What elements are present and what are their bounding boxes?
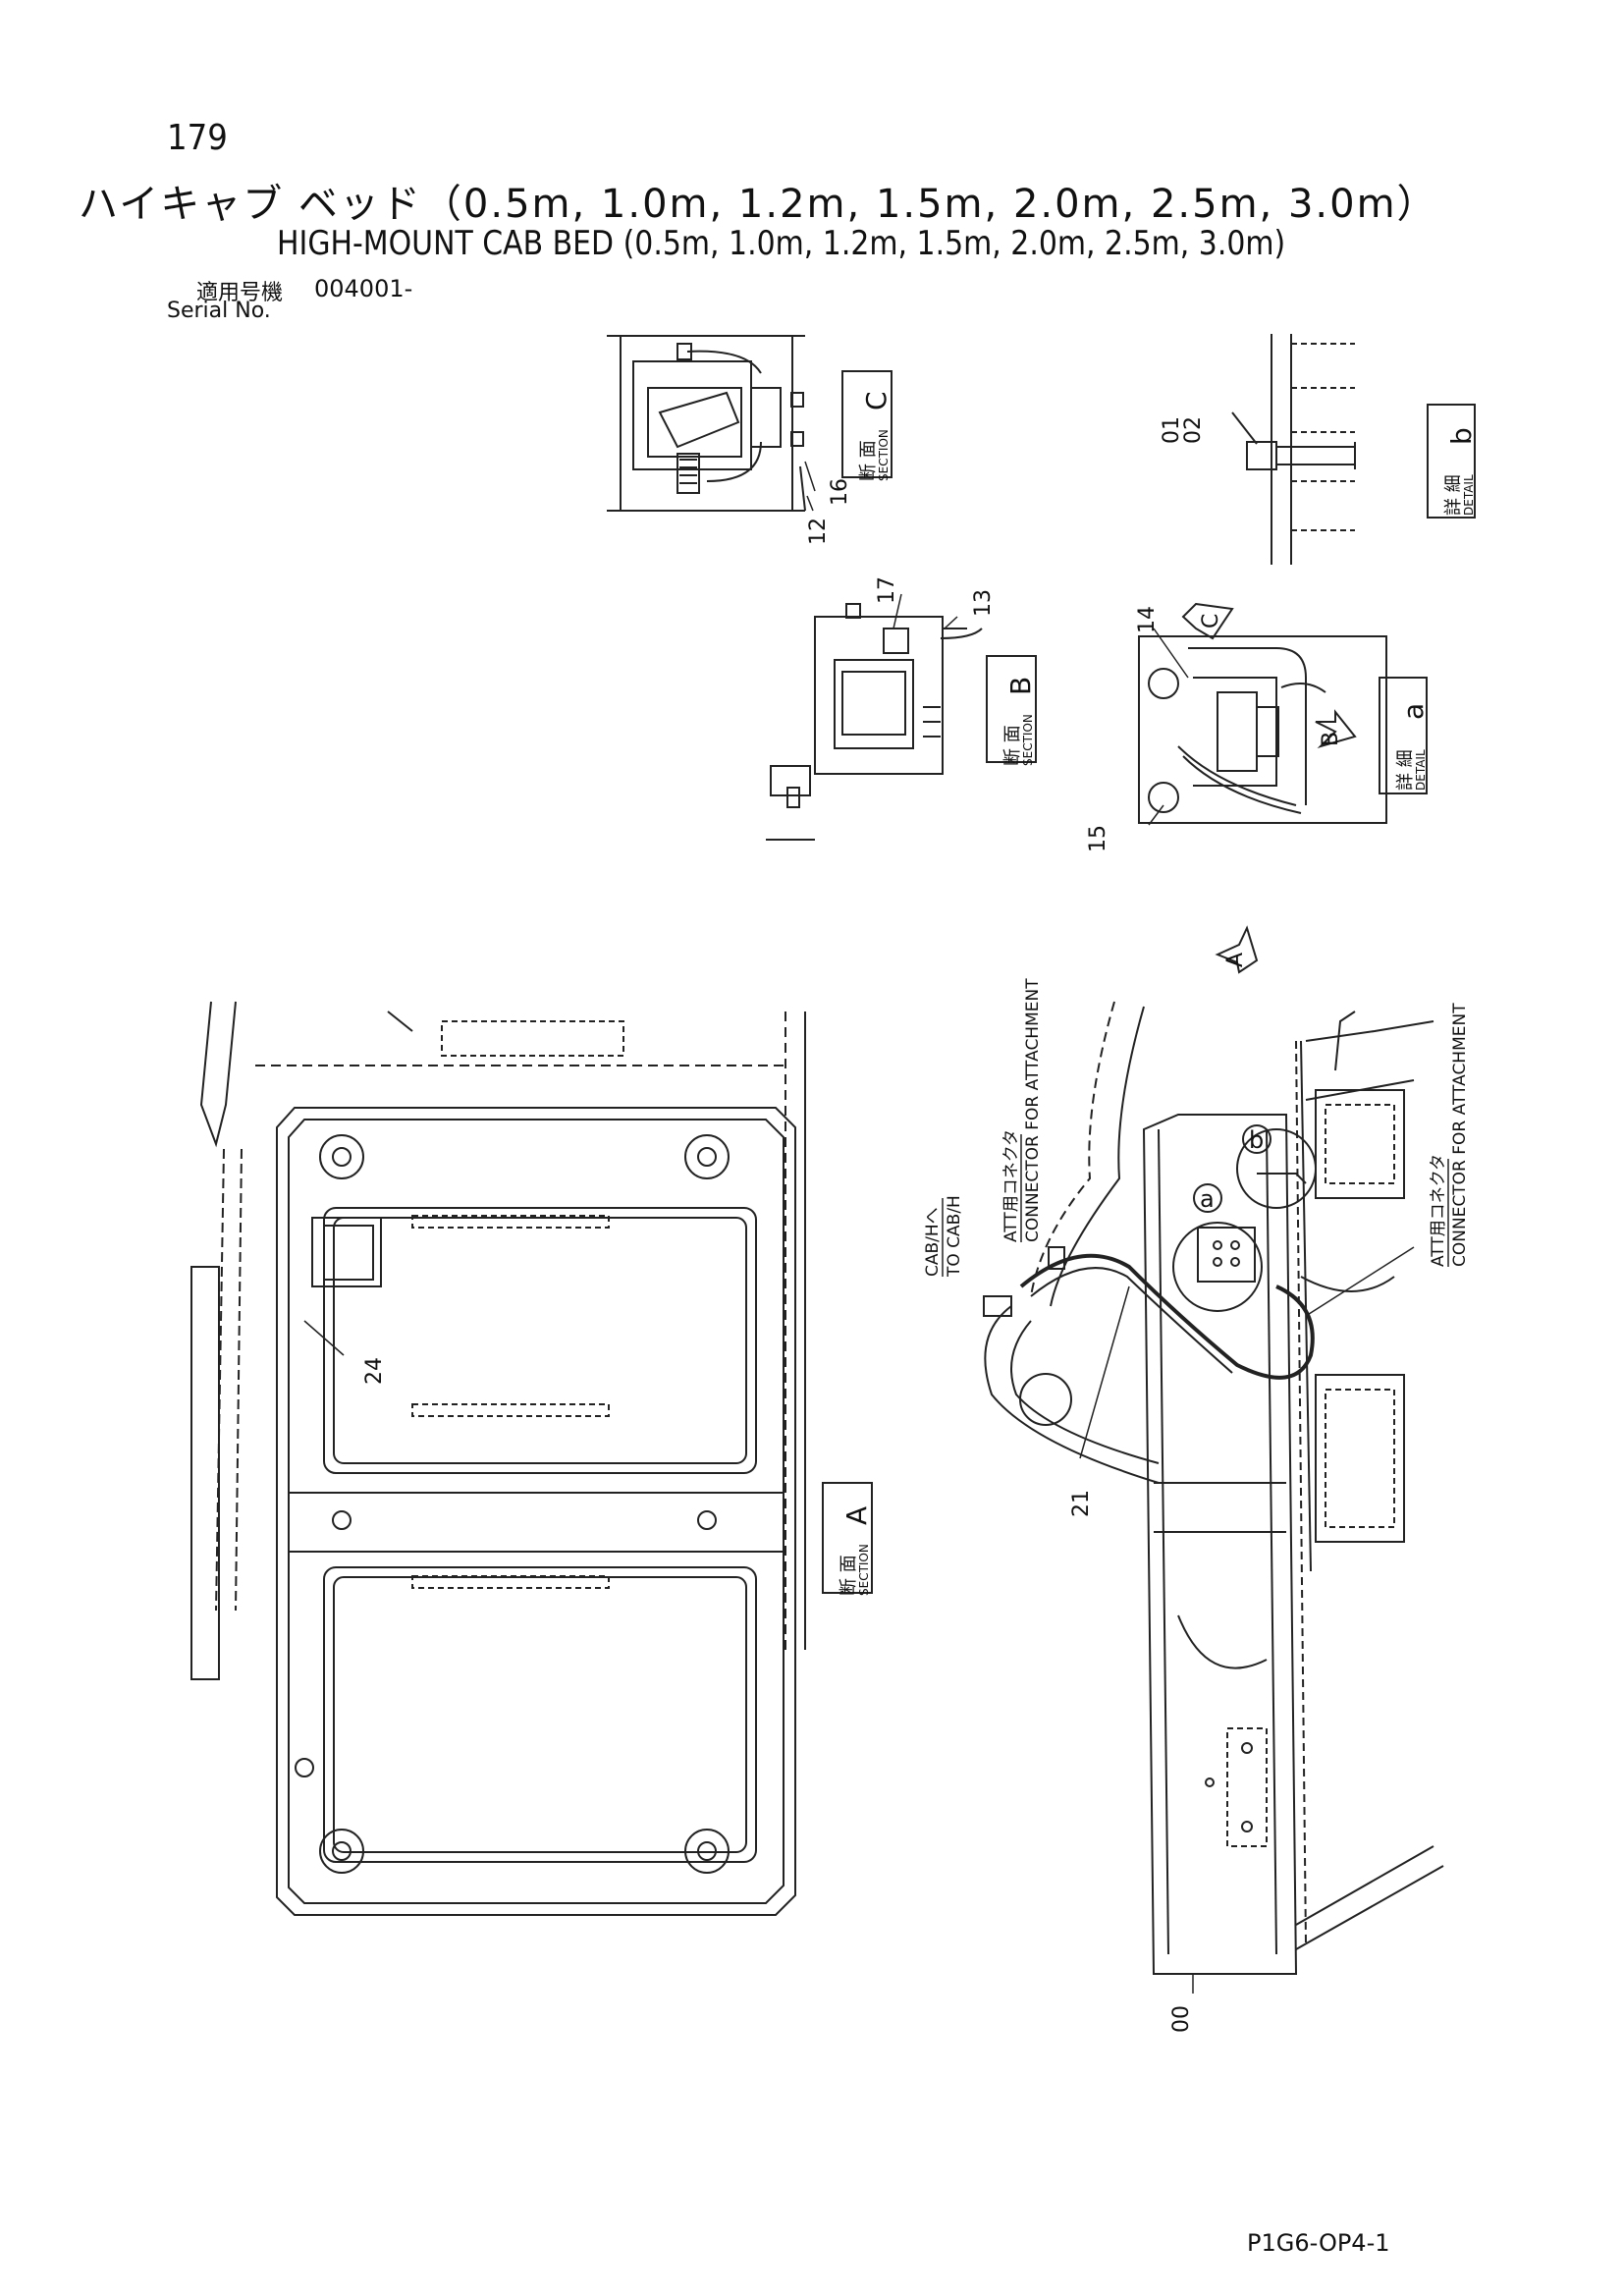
part-label-14: 14 xyxy=(1135,606,1160,633)
detail-b-jp: 詳 細 xyxy=(1443,474,1464,516)
callout-labels: CAB/Hへ TO CAB/H ATT用コネクタ CONNECTOR FOR A… xyxy=(923,978,1470,1278)
att-connector-en-right: CONNECTOR FOR ATTACHMENT xyxy=(1450,1003,1470,1267)
part-label-00: 00 xyxy=(1169,2005,1194,2033)
detail-a-drawing xyxy=(1138,635,1387,824)
section-a-label-text: 断 面 SECTION A xyxy=(839,1506,873,1596)
view-arrow-a: A xyxy=(1223,953,1248,967)
detail-a-jp: 詳 細 xyxy=(1395,749,1416,791)
part-label-17: 17 xyxy=(875,576,899,604)
cab-h-en: TO CAB/H xyxy=(945,1195,964,1278)
detail-b-label-text: 詳 細 DETAIL b xyxy=(1443,427,1478,516)
section-a-en: SECTION xyxy=(857,1544,871,1596)
title-japanese: ハイキャブ ベッド（0.5m, 1.0m, 1.2m, 1.5m, 2.0m, … xyxy=(79,182,1438,227)
detail-b-drawing xyxy=(1231,334,1356,565)
drawing-code: P1G6-OP4-1 xyxy=(1247,2229,1390,2257)
detail-circle-a: a xyxy=(1200,1185,1215,1213)
detail-b-letter: b xyxy=(1445,427,1478,445)
detail-a-label-text: 詳 細 DETAIL a xyxy=(1395,703,1430,791)
section-b-en: SECTION xyxy=(1021,714,1035,766)
part-label-16: 16 xyxy=(828,478,852,506)
section-c-jp: 断 面 xyxy=(858,440,879,481)
part-label-01: 01 xyxy=(1160,416,1184,444)
section-c-label-text: 断 面 SECTION C xyxy=(858,391,893,481)
serial-label-japanese: 適用号機 xyxy=(196,281,284,305)
section-b-label-text: 断 面 SECTION B xyxy=(1002,677,1037,766)
detail-a-label xyxy=(1379,677,1428,794)
section-a-jp: 断 面 xyxy=(839,1555,859,1596)
side-view-drawing xyxy=(983,1001,1444,1975)
detail-a-en: DETAIL xyxy=(1414,749,1428,791)
section-a-label xyxy=(822,1482,873,1594)
view-arrow-c: C xyxy=(1199,614,1223,629)
cab-h-jp: CAB/Hへ xyxy=(923,1207,943,1277)
section-c-label xyxy=(841,370,893,478)
detail-b-en: DETAIL xyxy=(1462,474,1476,516)
section-c-en: SECTION xyxy=(877,429,891,481)
serial-label: Serial No. xyxy=(167,299,271,323)
view-arrows xyxy=(1181,602,1357,974)
part-number-labels: 01 02 12 16 17 13 14 15 24 21 00 xyxy=(362,416,1206,2033)
part-label-21: 21 xyxy=(1069,1490,1094,1517)
detail-circle-b: b xyxy=(1249,1126,1264,1154)
title-english: HIGH-MOUNT CAB BED (0.5m, 1.0m, 1.2m, 1.… xyxy=(277,224,1286,263)
part-label-02: 02 xyxy=(1181,416,1206,444)
part-label-24: 24 xyxy=(362,1357,387,1385)
serial-number-value: 004001- xyxy=(314,275,413,302)
detail-b-label xyxy=(1427,404,1476,519)
view-arrow-b: B xyxy=(1319,732,1343,746)
detail-a-letter: a xyxy=(1397,703,1430,720)
section-a-letter: A xyxy=(840,1506,873,1525)
leader-lines xyxy=(303,461,1415,1994)
att-connector-jp-right: ATT用コネクタ xyxy=(1429,1154,1448,1267)
section-b-jp: 断 面 xyxy=(1002,725,1023,766)
section-b-drawing xyxy=(766,603,983,841)
att-connector-jp-left: ATT用コネクタ xyxy=(1001,1129,1021,1242)
detail-circle-letters: a b xyxy=(1193,1124,1271,1213)
part-label-12: 12 xyxy=(806,518,831,545)
section-c-drawing xyxy=(607,335,806,512)
page-number: 179 xyxy=(167,118,228,158)
section-a-drawing xyxy=(190,1001,806,1916)
part-label-13: 13 xyxy=(971,589,996,617)
att-connector-en-left: CONNECTOR FOR ATTACHMENT xyxy=(1023,978,1043,1242)
section-c-letter: C xyxy=(860,391,893,410)
section-b-letter: B xyxy=(1004,677,1037,695)
section-b-label xyxy=(986,655,1037,763)
view-arrow-letters: A B C xyxy=(1199,614,1343,967)
part-label-15: 15 xyxy=(1086,825,1110,852)
